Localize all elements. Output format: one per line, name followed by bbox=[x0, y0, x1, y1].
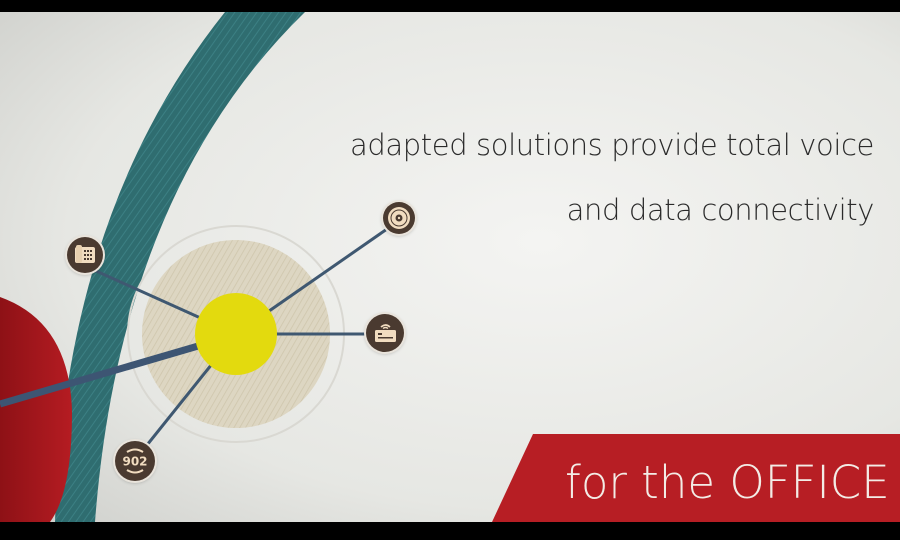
banner-shape bbox=[492, 434, 900, 522]
teal-arc bbox=[55, 12, 305, 522]
number-902-icon: 902 bbox=[115, 441, 155, 481]
vinyl-record-icon bbox=[383, 202, 415, 234]
banner-label: for the OFFICE bbox=[565, 456, 890, 509]
background-artwork bbox=[0, 12, 900, 522]
thick-spoke bbox=[0, 340, 206, 408]
number-902-label: 902 bbox=[122, 455, 147, 469]
telephone-icon bbox=[67, 237, 103, 273]
headline-line-1: adapted solutions provide total voice bbox=[350, 128, 874, 162]
red-half-circle bbox=[0, 297, 72, 522]
scene: 902 adapted solutions provide total voic… bbox=[0, 12, 900, 522]
headline-line-2: and data connectivity bbox=[566, 193, 875, 227]
router-icon bbox=[366, 314, 404, 352]
hub-center bbox=[195, 293, 277, 375]
